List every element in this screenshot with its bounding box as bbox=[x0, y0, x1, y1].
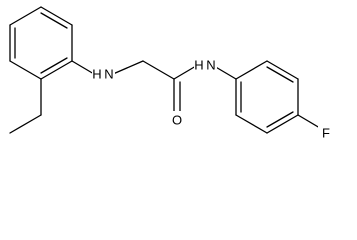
fluorophenyl-ring bbox=[235, 60, 299, 134]
fluorine-label: F bbox=[322, 126, 330, 141]
carbonyl-to-amide-bond bbox=[173, 65, 197, 80]
ring2-double-bond bbox=[266, 66, 294, 83]
ring-to-amine-bond bbox=[71, 60, 95, 75]
oxygen-label-background bbox=[170, 111, 184, 127]
amide-label-background bbox=[194, 57, 217, 72]
fluorine-bond bbox=[297, 114, 321, 129]
ring2-bond bbox=[266, 114, 299, 134]
ring1-bond bbox=[9, 6, 42, 26]
ethylphenyl-ring bbox=[9, 6, 73, 80]
amine-nh-label: H N bbox=[92, 67, 113, 82]
ethyl-group bbox=[9, 78, 42, 134]
ring2-double-bond bbox=[266, 111, 294, 128]
oxygen-label: O bbox=[172, 113, 182, 128]
fluorine-label-background bbox=[318, 125, 332, 141]
ring2-bond bbox=[235, 114, 268, 134]
amide-to-ring-bond bbox=[213, 65, 237, 80]
atom-labels: H N H N O F bbox=[92, 57, 332, 141]
ring1-double-bond bbox=[40, 12, 68, 29]
amine-label-background bbox=[92, 66, 115, 81]
ring1-double-bond bbox=[40, 57, 68, 74]
ethyl-bond bbox=[9, 114, 42, 134]
ring1-bond bbox=[40, 6, 73, 26]
amide-nh-label: H N bbox=[194, 58, 215, 73]
ring1-bond bbox=[9, 60, 42, 80]
ring2-bond bbox=[235, 60, 268, 80]
amine-to-ch2-bond bbox=[112, 60, 144, 75]
chemical-structure-diagram: H N H N O F bbox=[9, 6, 332, 141]
acetamide-linker bbox=[71, 60, 237, 112]
ch2-to-carbonyl-bond bbox=[142, 60, 175, 80]
ring2-bond bbox=[266, 60, 299, 80]
ring1-bond bbox=[40, 60, 73, 80]
